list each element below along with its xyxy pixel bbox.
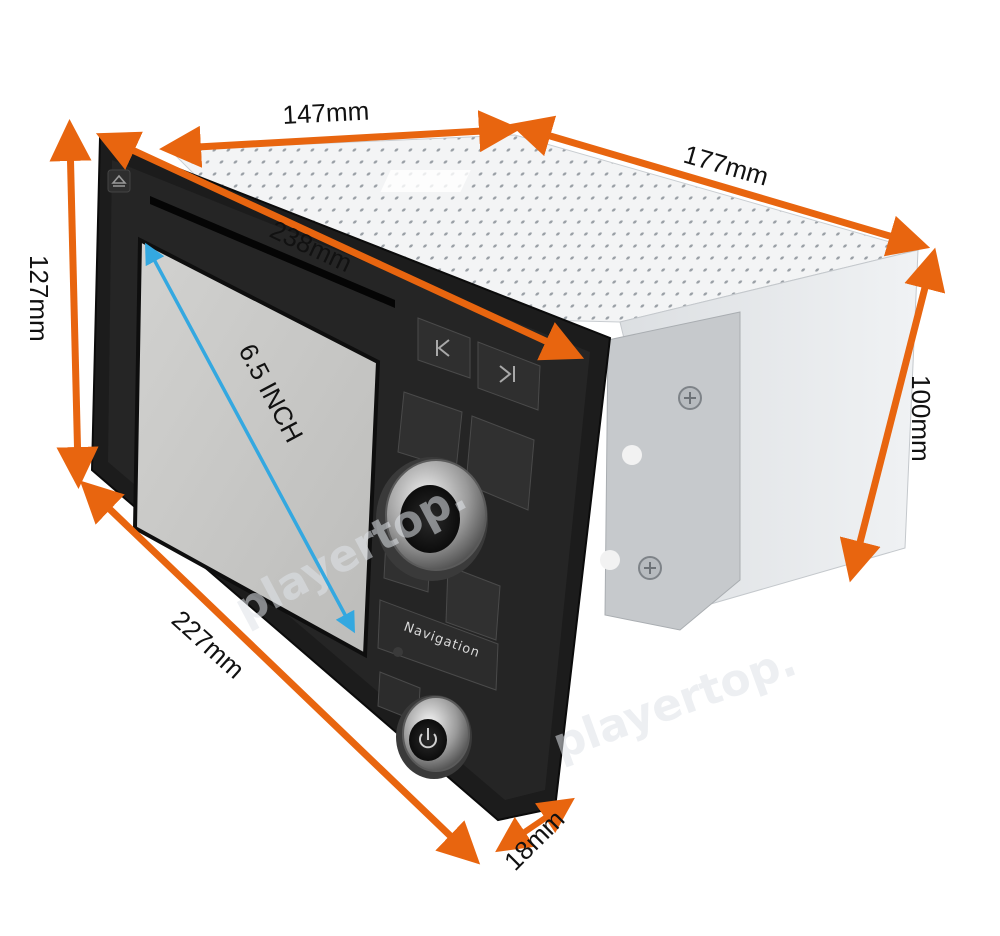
chassis-label (380, 170, 471, 192)
arrow-thickness (495, 797, 575, 853)
label-bottom-width: 227mm (166, 604, 251, 684)
label-front-height: 127mm (24, 255, 54, 342)
control-pad-button[interactable] (465, 415, 535, 511)
next-track-icon (499, 365, 515, 383)
arrow-depth-side (509, 115, 931, 257)
label-depth-side: 177mm (680, 139, 772, 192)
watermark-text: playertop. (546, 635, 803, 770)
bracket-hole (622, 445, 642, 465)
mounting-bracket (604, 311, 741, 631)
arrow-screen-diagonal (145, 242, 355, 634)
ir-sensor (393, 647, 403, 657)
label-side-height: 100mm (906, 375, 936, 462)
power-volume-knob[interactable] (396, 695, 472, 779)
label-depth-top: 147mm (282, 95, 370, 129)
bracket-hole (600, 550, 620, 570)
eject-button[interactable] (107, 169, 131, 193)
arrow-front-height (49, 119, 99, 489)
arrow-side-height (839, 247, 946, 583)
